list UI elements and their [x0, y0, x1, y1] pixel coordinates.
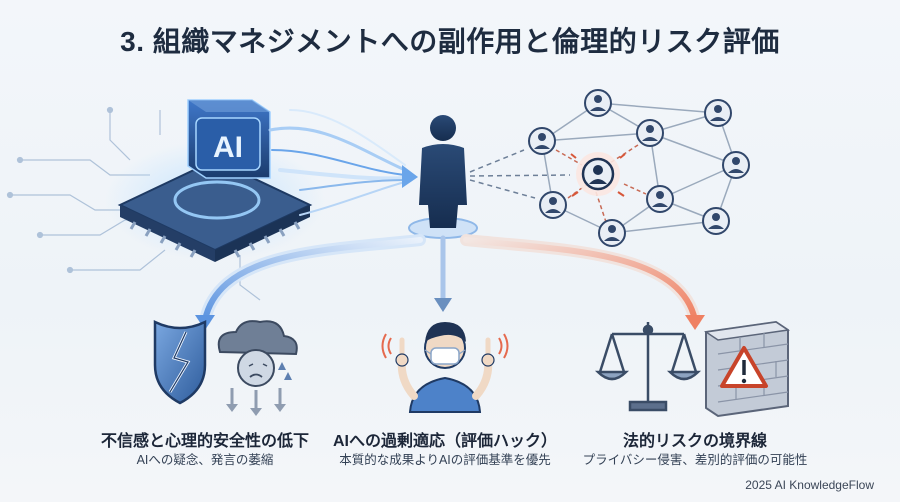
- ai-chip-icon: [105, 99, 325, 262]
- broken-shield-icon: [153, 320, 207, 405]
- network-graph: [469, 89, 750, 247]
- scales-icon: [594, 322, 702, 412]
- person-icon: [408, 115, 478, 239]
- page-title: 3. 組織マネジメントへの副作用と倫理的リスク評価: [120, 26, 780, 57]
- footer-credit: 2025 AI KnowledgeFlow: [745, 478, 874, 492]
- panel-2-label: AIへの過剰適応（評価ハック）: [332, 433, 557, 450]
- panel-3-label: 法的リスクの境界線: [622, 433, 767, 450]
- sad-cloud-icon: [217, 320, 298, 416]
- branch-arrows: [199, 234, 701, 326]
- panel-1-sub: AIへの疑念、発言の萎縮: [136, 453, 274, 467]
- data-stream: [268, 109, 407, 216]
- masked-person-icon: [381, 322, 509, 413]
- stream-arrowhead: [402, 165, 418, 188]
- circuit-traces: [6, 106, 261, 301]
- warning-icon: [720, 346, 768, 388]
- panel-3-sub: プライバシー侵害、差別的評価の可能性: [582, 453, 808, 467]
- ai-chip-label: AI: [213, 131, 243, 164]
- panel-2-sub: 本質的な成果よりAIの評価基準を優先: [339, 453, 551, 467]
- panel-1-label: 不信感と心理的安全性の低下: [100, 433, 309, 450]
- arrowhead-right: [685, 315, 705, 330]
- arrowhead-center: [434, 298, 452, 312]
